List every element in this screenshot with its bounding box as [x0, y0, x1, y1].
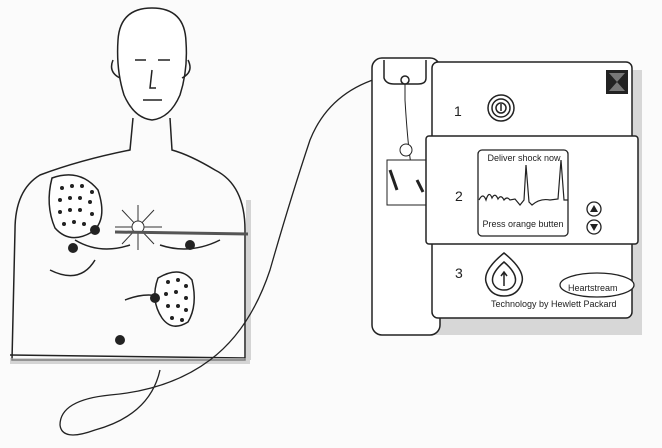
- heart-spark-icon: [114, 205, 249, 250]
- electrode-pad-upper: [48, 174, 103, 239]
- heartstream-logo: [559, 272, 635, 298]
- patient-figure: [9, 7, 246, 361]
- screen-message-top: Deliver shock now: [487, 153, 561, 163]
- pad-placement-icon: [386, 143, 428, 206]
- shock-button-icon[interactable]: [484, 252, 524, 297]
- electrode-pad-lower: [150, 271, 195, 327]
- footer-text: Technology by Hewlett Packard: [491, 299, 617, 309]
- electrode-cable: [59, 75, 387, 436]
- arrow-down-icon[interactable]: [586, 219, 602, 235]
- step-number-3: 3: [455, 265, 463, 281]
- screen-message-bottom: Press orange butten: [482, 219, 564, 229]
- display-screen: [477, 149, 569, 237]
- ecg-waveform: [478, 159, 568, 206]
- body-dots: [68, 240, 195, 345]
- hourglass-icon: [606, 70, 628, 94]
- aed-device: [371, 57, 642, 336]
- arrow-up-icon[interactable]: [586, 201, 602, 217]
- power-button-icon[interactable]: [487, 94, 515, 122]
- brand-logo-text: Heartstream: [568, 283, 618, 293]
- step-number-2: 2: [455, 188, 463, 204]
- step-number-1: 1: [454, 103, 462, 119]
- patient-shadow: [10, 200, 251, 364]
